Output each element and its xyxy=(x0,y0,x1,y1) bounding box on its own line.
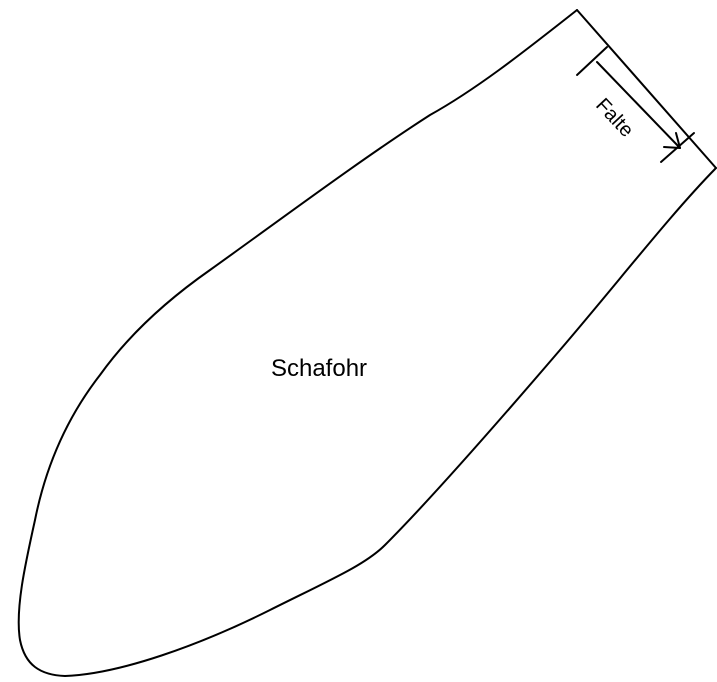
piece-label: Schafohr xyxy=(271,355,367,382)
fold-edge-line xyxy=(577,10,716,168)
fold-tick-start xyxy=(577,47,607,75)
fold-dimension-marker xyxy=(577,47,694,162)
fold-label: Falte xyxy=(591,94,637,142)
